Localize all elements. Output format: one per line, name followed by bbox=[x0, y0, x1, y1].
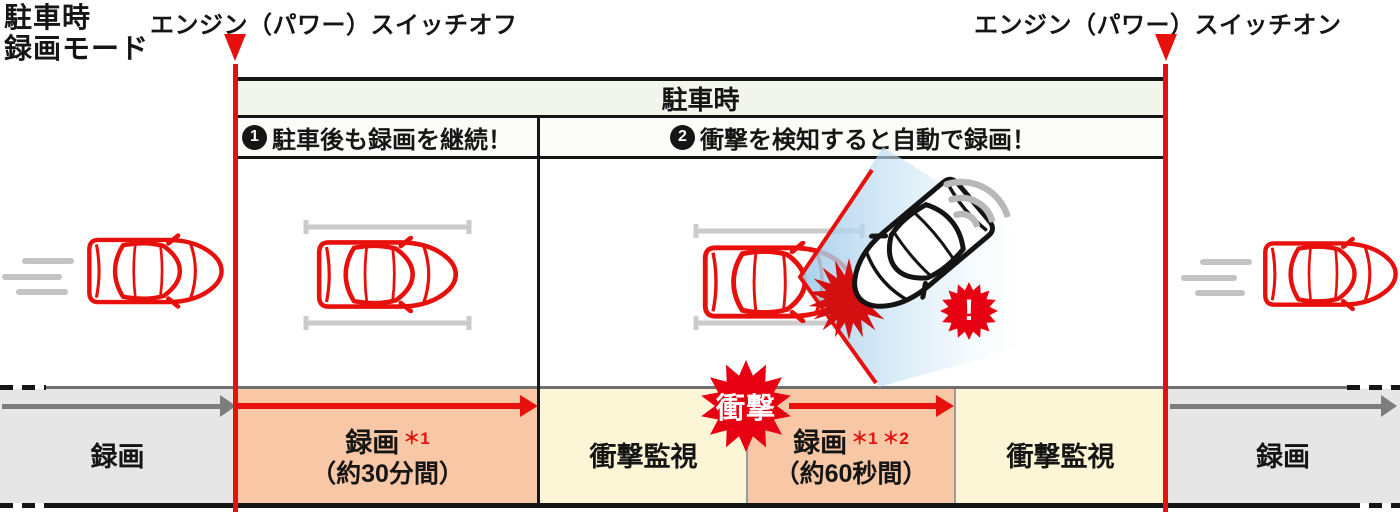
timeline-dashed-edge bbox=[0, 503, 46, 508]
speed-line-icon bbox=[1181, 275, 1237, 281]
radio-waves-icon bbox=[943, 178, 1011, 229]
speed-line-icon bbox=[1195, 290, 1245, 296]
timeline-bottom-border bbox=[45, 503, 1347, 508]
timeline-segment-impact-monitor-2: 衝撃監視 bbox=[955, 389, 1166, 503]
segment-label: 衝撃監視 bbox=[589, 442, 698, 472]
alert-exclamation: ! bbox=[964, 294, 974, 327]
page-title: 駐車時 録画モード bbox=[4, 2, 149, 65]
parking-box-sections: 1 駐車後も録画を継続！ 2 衝撃を検知すると自動で録画！ bbox=[235, 118, 1166, 159]
segment-label: 録画 bbox=[1256, 442, 1310, 472]
power-off-triangle-icon bbox=[224, 34, 246, 61]
segment-duration: （約30分間） bbox=[311, 460, 464, 488]
section-divider-line bbox=[537, 159, 540, 503]
parking-recording-arrow-head-icon bbox=[520, 395, 538, 417]
segment-label: 録画 bbox=[793, 428, 848, 458]
recording-arrow bbox=[1170, 404, 1381, 409]
power-on-triangle-icon bbox=[1155, 34, 1177, 61]
driving-car-icon bbox=[84, 232, 226, 310]
power-off-label: エンジン（パワー）スイッチオフ bbox=[150, 12, 518, 39]
impact-badge-label: 衝撃 bbox=[715, 393, 776, 425]
page-title-line2: 録画モード bbox=[4, 33, 150, 65]
parking-recording-arrow bbox=[238, 403, 520, 409]
segment-label: 録画 bbox=[90, 442, 145, 472]
segment-label: 録画 bbox=[345, 428, 400, 458]
speed-line-icon bbox=[1200, 259, 1252, 265]
alert-burst-icon bbox=[940, 282, 998, 340]
driving-car-icon bbox=[1260, 236, 1400, 312]
impact-badge: 衝撃 bbox=[698, 358, 794, 454]
speed-line-icon bbox=[2, 274, 62, 280]
parked-car-icon bbox=[313, 236, 461, 313]
section-2-cell: 2 衝撃を検知すると自動で録画！ bbox=[540, 118, 1166, 156]
timeline-dashed-edge bbox=[1347, 385, 1400, 390]
segment-label: 衝撃監視 bbox=[1006, 442, 1115, 472]
recording-arrow-head-icon bbox=[1381, 395, 1397, 417]
segment-duration: （約60秒間） bbox=[774, 460, 928, 488]
impact-recording-arrow-head-icon bbox=[936, 395, 954, 417]
power-on-line bbox=[1163, 64, 1168, 512]
recording-arrow-head-icon bbox=[220, 395, 236, 417]
impact-recording-arrow bbox=[789, 403, 936, 409]
section-1-label: 駐車後も録画を継続！ bbox=[272, 126, 512, 154]
recording-arrow bbox=[2, 404, 220, 409]
section-1-cell: 1 駐車後も録画を継続！ bbox=[235, 118, 540, 156]
timeline-dashed-edge bbox=[1347, 503, 1400, 508]
impact-badge-burst-icon bbox=[701, 360, 791, 452]
timeline-dashed-edge bbox=[0, 385, 46, 390]
section-2-label: 衝撃を検知すると自動で録画！ bbox=[700, 126, 1036, 154]
power-off-line bbox=[233, 64, 238, 512]
section-1-number-icon: 1 bbox=[242, 124, 267, 150]
segment-footnote: ＊1 bbox=[403, 429, 430, 448]
speed-line-icon bbox=[16, 289, 68, 295]
timeline-top-border bbox=[45, 386, 1347, 389]
section-2-number-icon: 2 bbox=[670, 124, 695, 150]
page-title-line1: 駐車時 bbox=[4, 2, 92, 33]
alert-badge: ! bbox=[938, 280, 1000, 342]
parking-box-header: 駐車時 bbox=[235, 77, 1166, 118]
segment-divider-line bbox=[954, 389, 956, 503]
segment-footnote: ＊1 ＊2 bbox=[851, 429, 909, 448]
parking-space-icon bbox=[303, 220, 472, 330]
speed-line-icon bbox=[22, 258, 74, 264]
